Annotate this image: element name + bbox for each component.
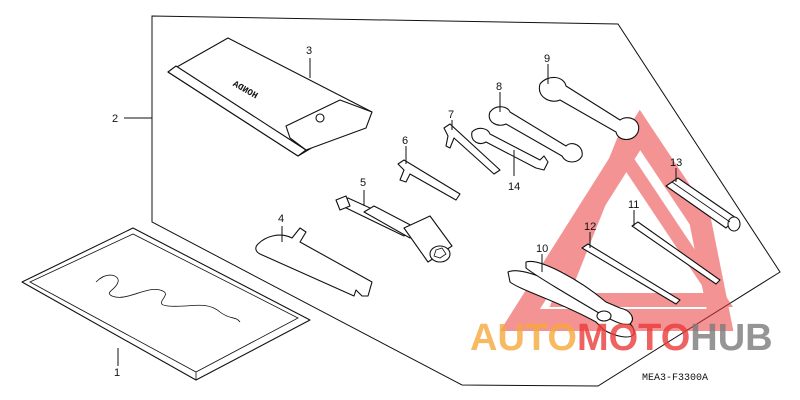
callout-2: 2: [112, 113, 118, 125]
leader-lines: [117, 58, 677, 366]
callout-1: 1: [114, 367, 120, 379]
screwdriver-shaft-11: [631, 221, 721, 285]
callout-3: 3: [306, 45, 312, 57]
callout-13: 13: [670, 157, 682, 169]
open-wrench-8: [488, 106, 583, 163]
callout-9: 9: [544, 53, 550, 65]
callout-12: 12: [584, 221, 596, 233]
watermark-hub: HUB: [690, 317, 772, 359]
diagram-code: MEA3-F3300A: [642, 373, 708, 384]
callout-5: 5: [360, 177, 366, 189]
owners-manual: [21, 227, 311, 381]
tool-pouch: HONDA: [167, 37, 373, 157]
pliers: [507, 261, 635, 338]
callout-4: 4: [278, 213, 284, 225]
callout-6: 6: [402, 135, 408, 147]
screwdriver-handle: [665, 177, 741, 232]
watermark-triangle-logo: [500, 109, 734, 331]
watermark-moto: MOTO: [577, 317, 690, 359]
callout-11: 11: [628, 199, 639, 211]
assembly-boundary: [151, 15, 781, 387]
callout-8: 8: [496, 81, 502, 93]
callout-10: 10: [536, 243, 548, 255]
watermark-auto: AUTO: [470, 317, 577, 359]
hex-key-small: [443, 123, 501, 175]
pin-spanner: [255, 227, 373, 297]
callout-labels: 1 2 3 4 5 6 7 8 9 10 11 12 13 14: [112, 45, 682, 379]
svg-text:AUTOMOTOHUB: AUTOMOTOHUB: [470, 317, 773, 359]
hex-key-large: [397, 159, 461, 201]
open-wrench-14: [471, 127, 549, 171]
open-wrench-9: [538, 76, 640, 141]
callout-7: 7: [448, 109, 454, 121]
callout-14: 14: [508, 181, 520, 193]
spark-plug-wrench: [335, 195, 453, 263]
watermark-text: AUTOMOTOHUB: [470, 317, 773, 359]
screwdriver-shaft-12: [581, 243, 681, 305]
